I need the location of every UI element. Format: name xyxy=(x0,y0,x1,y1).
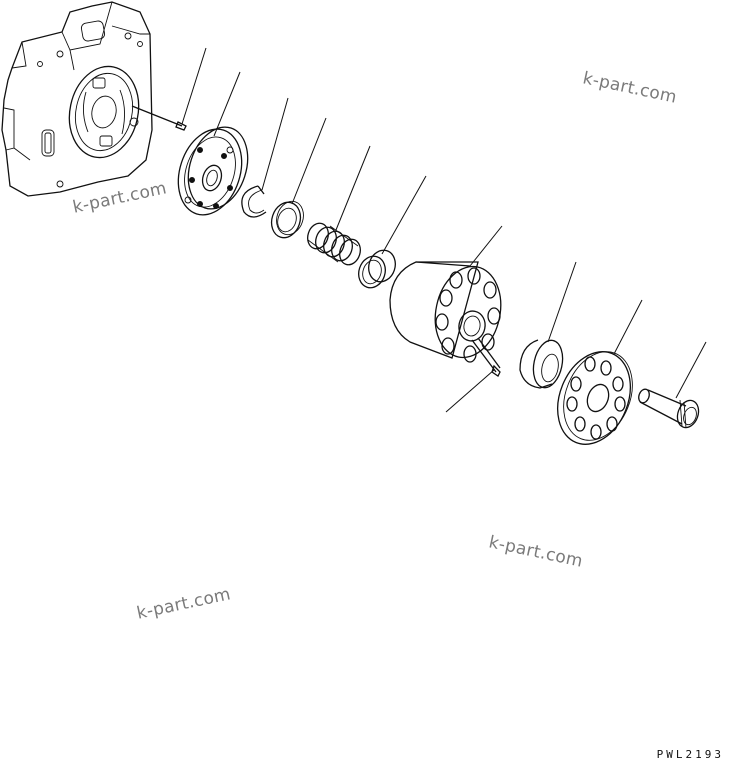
snap-ring xyxy=(241,97,289,218)
seat-ring xyxy=(270,117,327,239)
splined-shaft xyxy=(638,341,707,429)
spring xyxy=(307,145,371,266)
retainer-plate xyxy=(557,299,643,445)
spacer-bushing xyxy=(358,175,427,289)
valve-plate xyxy=(177,71,249,216)
spherical-bushing xyxy=(519,261,577,389)
pin xyxy=(131,47,207,131)
cylinder-block xyxy=(389,225,503,363)
pump-housing xyxy=(1,1,153,197)
drawing-code: PWL2193 xyxy=(656,748,724,761)
dowel-pin xyxy=(445,337,501,413)
